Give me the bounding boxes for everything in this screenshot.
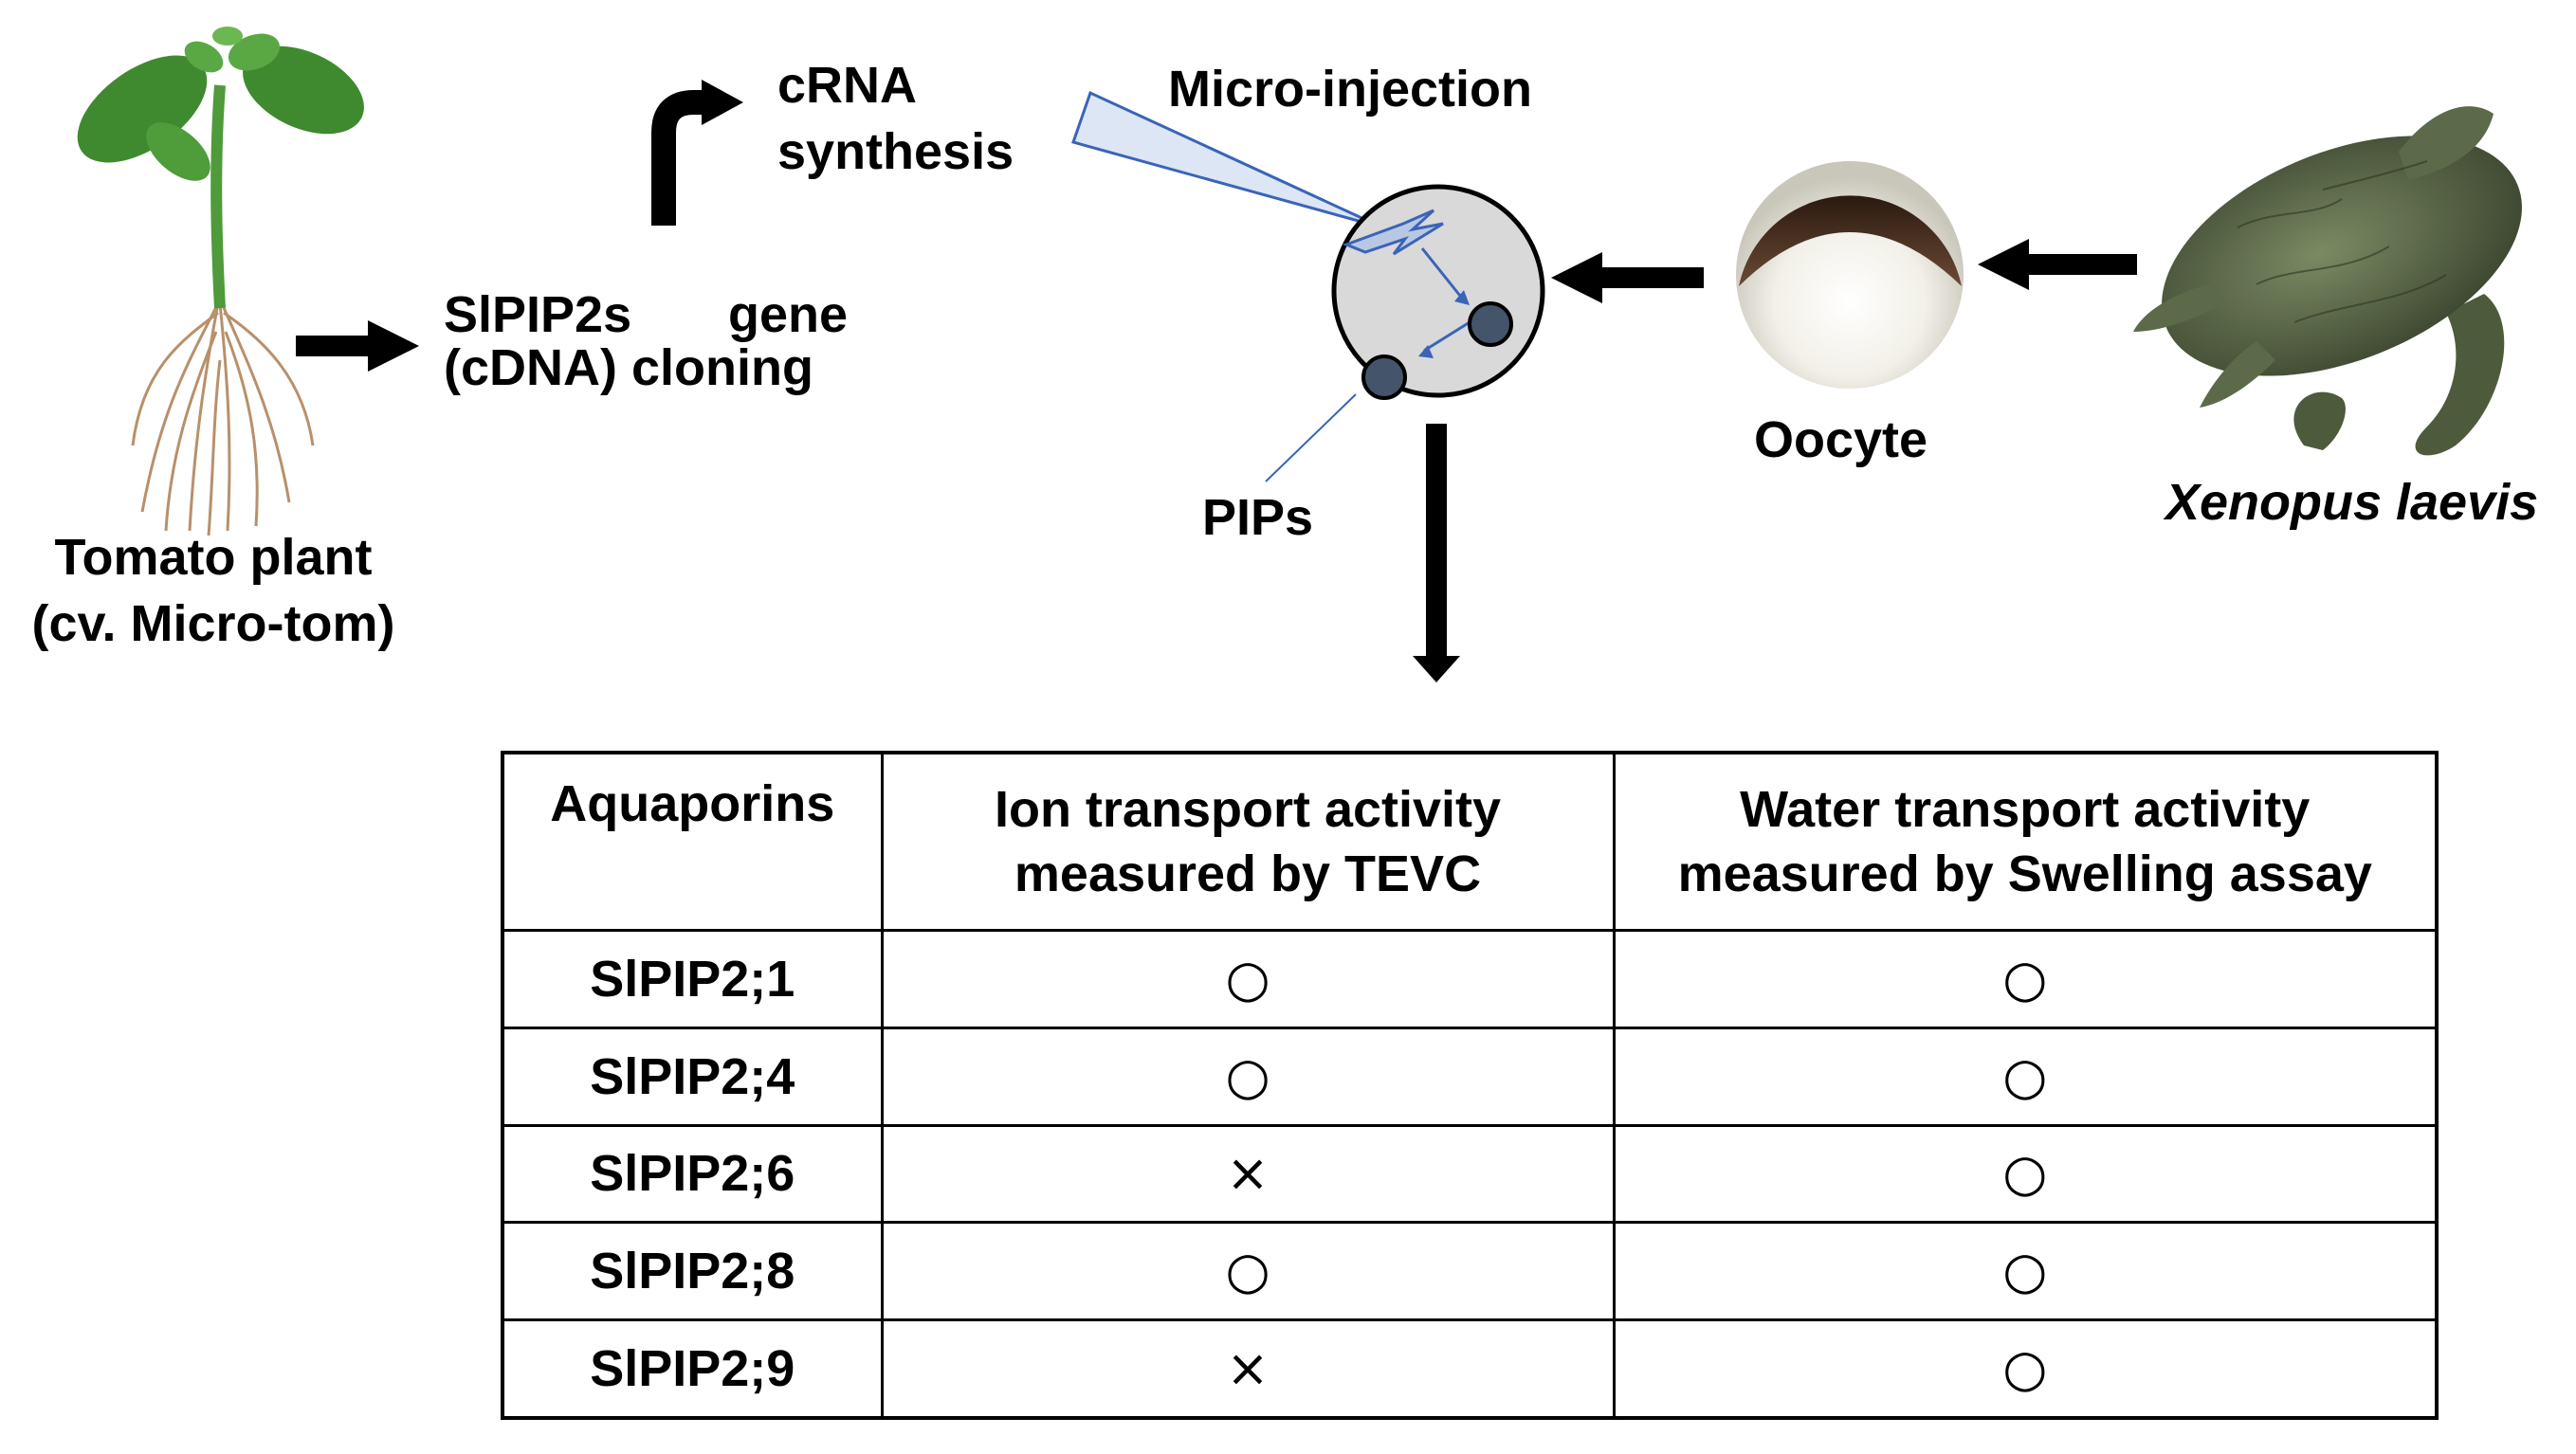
pip-dot-1 xyxy=(1468,301,1513,347)
aquaporin-name: SlPIP2;9 xyxy=(501,1318,884,1420)
header-water-line2: measured by Swelling assay xyxy=(1677,845,2372,902)
header-water-line1: Water transport activity xyxy=(1740,781,2311,838)
gene-label-line2: (cDNA) cloning xyxy=(444,339,813,396)
table-row: SlPIP2;1 ○ ○ xyxy=(501,929,2439,1029)
table-row: SlPIP2;4 ○ ○ xyxy=(501,1026,2439,1127)
header-ion-line1: Ion transport activity xyxy=(994,781,1502,838)
table-row: SlPIP2;9 × ○ xyxy=(501,1318,2439,1420)
ion-activity-mark: ○ xyxy=(880,1026,1616,1127)
gene-label-line1a: SlPIP2s xyxy=(444,286,632,343)
water-activity-mark: ○ xyxy=(1612,929,2439,1029)
pip-dot-2 xyxy=(1361,354,1407,400)
pips-label: PIPs xyxy=(1202,489,1314,546)
results-table: Aquaporins Ion transport activity measur… xyxy=(501,751,2439,1420)
cultivar-label: (cv. Micro-tom) xyxy=(31,595,395,652)
header-aquaporins: Aquaporins xyxy=(501,751,884,932)
oocyte-label: Oocyte xyxy=(1754,411,1928,468)
arrow-frog-to-oocyte xyxy=(1978,239,2137,290)
pips-leader-line xyxy=(1265,393,1357,482)
ion-activity-mark: ○ xyxy=(880,929,1616,1029)
xenopus-frog-image xyxy=(2133,106,2522,456)
aquaporin-name: SlPIP2;8 xyxy=(501,1221,884,1321)
ion-activity-mark: × xyxy=(880,1123,1616,1225)
ion-activity-mark: × xyxy=(880,1318,1616,1420)
header-ion-line2: measured by TEVC xyxy=(1014,845,1482,902)
gene-label-line1b: gene xyxy=(728,286,849,343)
oocyte-image xyxy=(1736,161,1964,389)
xenopus-label: Xenopus laevis xyxy=(2165,474,2539,531)
header-water-transport: Water transport activity measured by Swe… xyxy=(1612,751,2439,932)
table-row: SlPIP2;6 × ○ xyxy=(501,1123,2439,1225)
crna-label-line2: synthesis xyxy=(777,123,1014,180)
header-aquaporins-text: Aquaporins xyxy=(550,775,835,832)
aquaporin-name: SlPIP2;1 xyxy=(501,929,884,1029)
arrow-down-to-table xyxy=(1413,424,1460,682)
water-activity-mark: ○ xyxy=(1612,1026,2439,1127)
header-ion-transport: Ion transport activity measured by TEVC xyxy=(880,751,1616,932)
water-activity-mark: ○ xyxy=(1612,1221,2439,1321)
ion-activity-mark: ○ xyxy=(880,1221,1616,1321)
aquaporin-name: SlPIP2;6 xyxy=(501,1123,884,1225)
crna-label-line1: cRNA xyxy=(777,57,918,114)
arrow-oocyte-to-injected xyxy=(1551,252,1704,303)
micro-injection-label: Micro-injection xyxy=(1168,61,1533,118)
water-activity-mark: ○ xyxy=(1612,1123,2439,1225)
injected-oocyte xyxy=(1265,184,1545,482)
arrow-plant-to-gene xyxy=(296,320,419,372)
table-header-row: Aquaporins Ion transport activity measur… xyxy=(501,751,2439,932)
injection-needle xyxy=(1071,90,1383,229)
tomato-plant-image xyxy=(77,27,364,536)
aquaporin-name: SlPIP2;4 xyxy=(501,1026,884,1127)
water-activity-mark: ○ xyxy=(1612,1318,2439,1420)
table-row: SlPIP2;8 ○ ○ xyxy=(501,1221,2439,1321)
arrow-bent-to-crna xyxy=(651,80,743,226)
tomato-plant-label: Tomato plant xyxy=(54,529,373,586)
